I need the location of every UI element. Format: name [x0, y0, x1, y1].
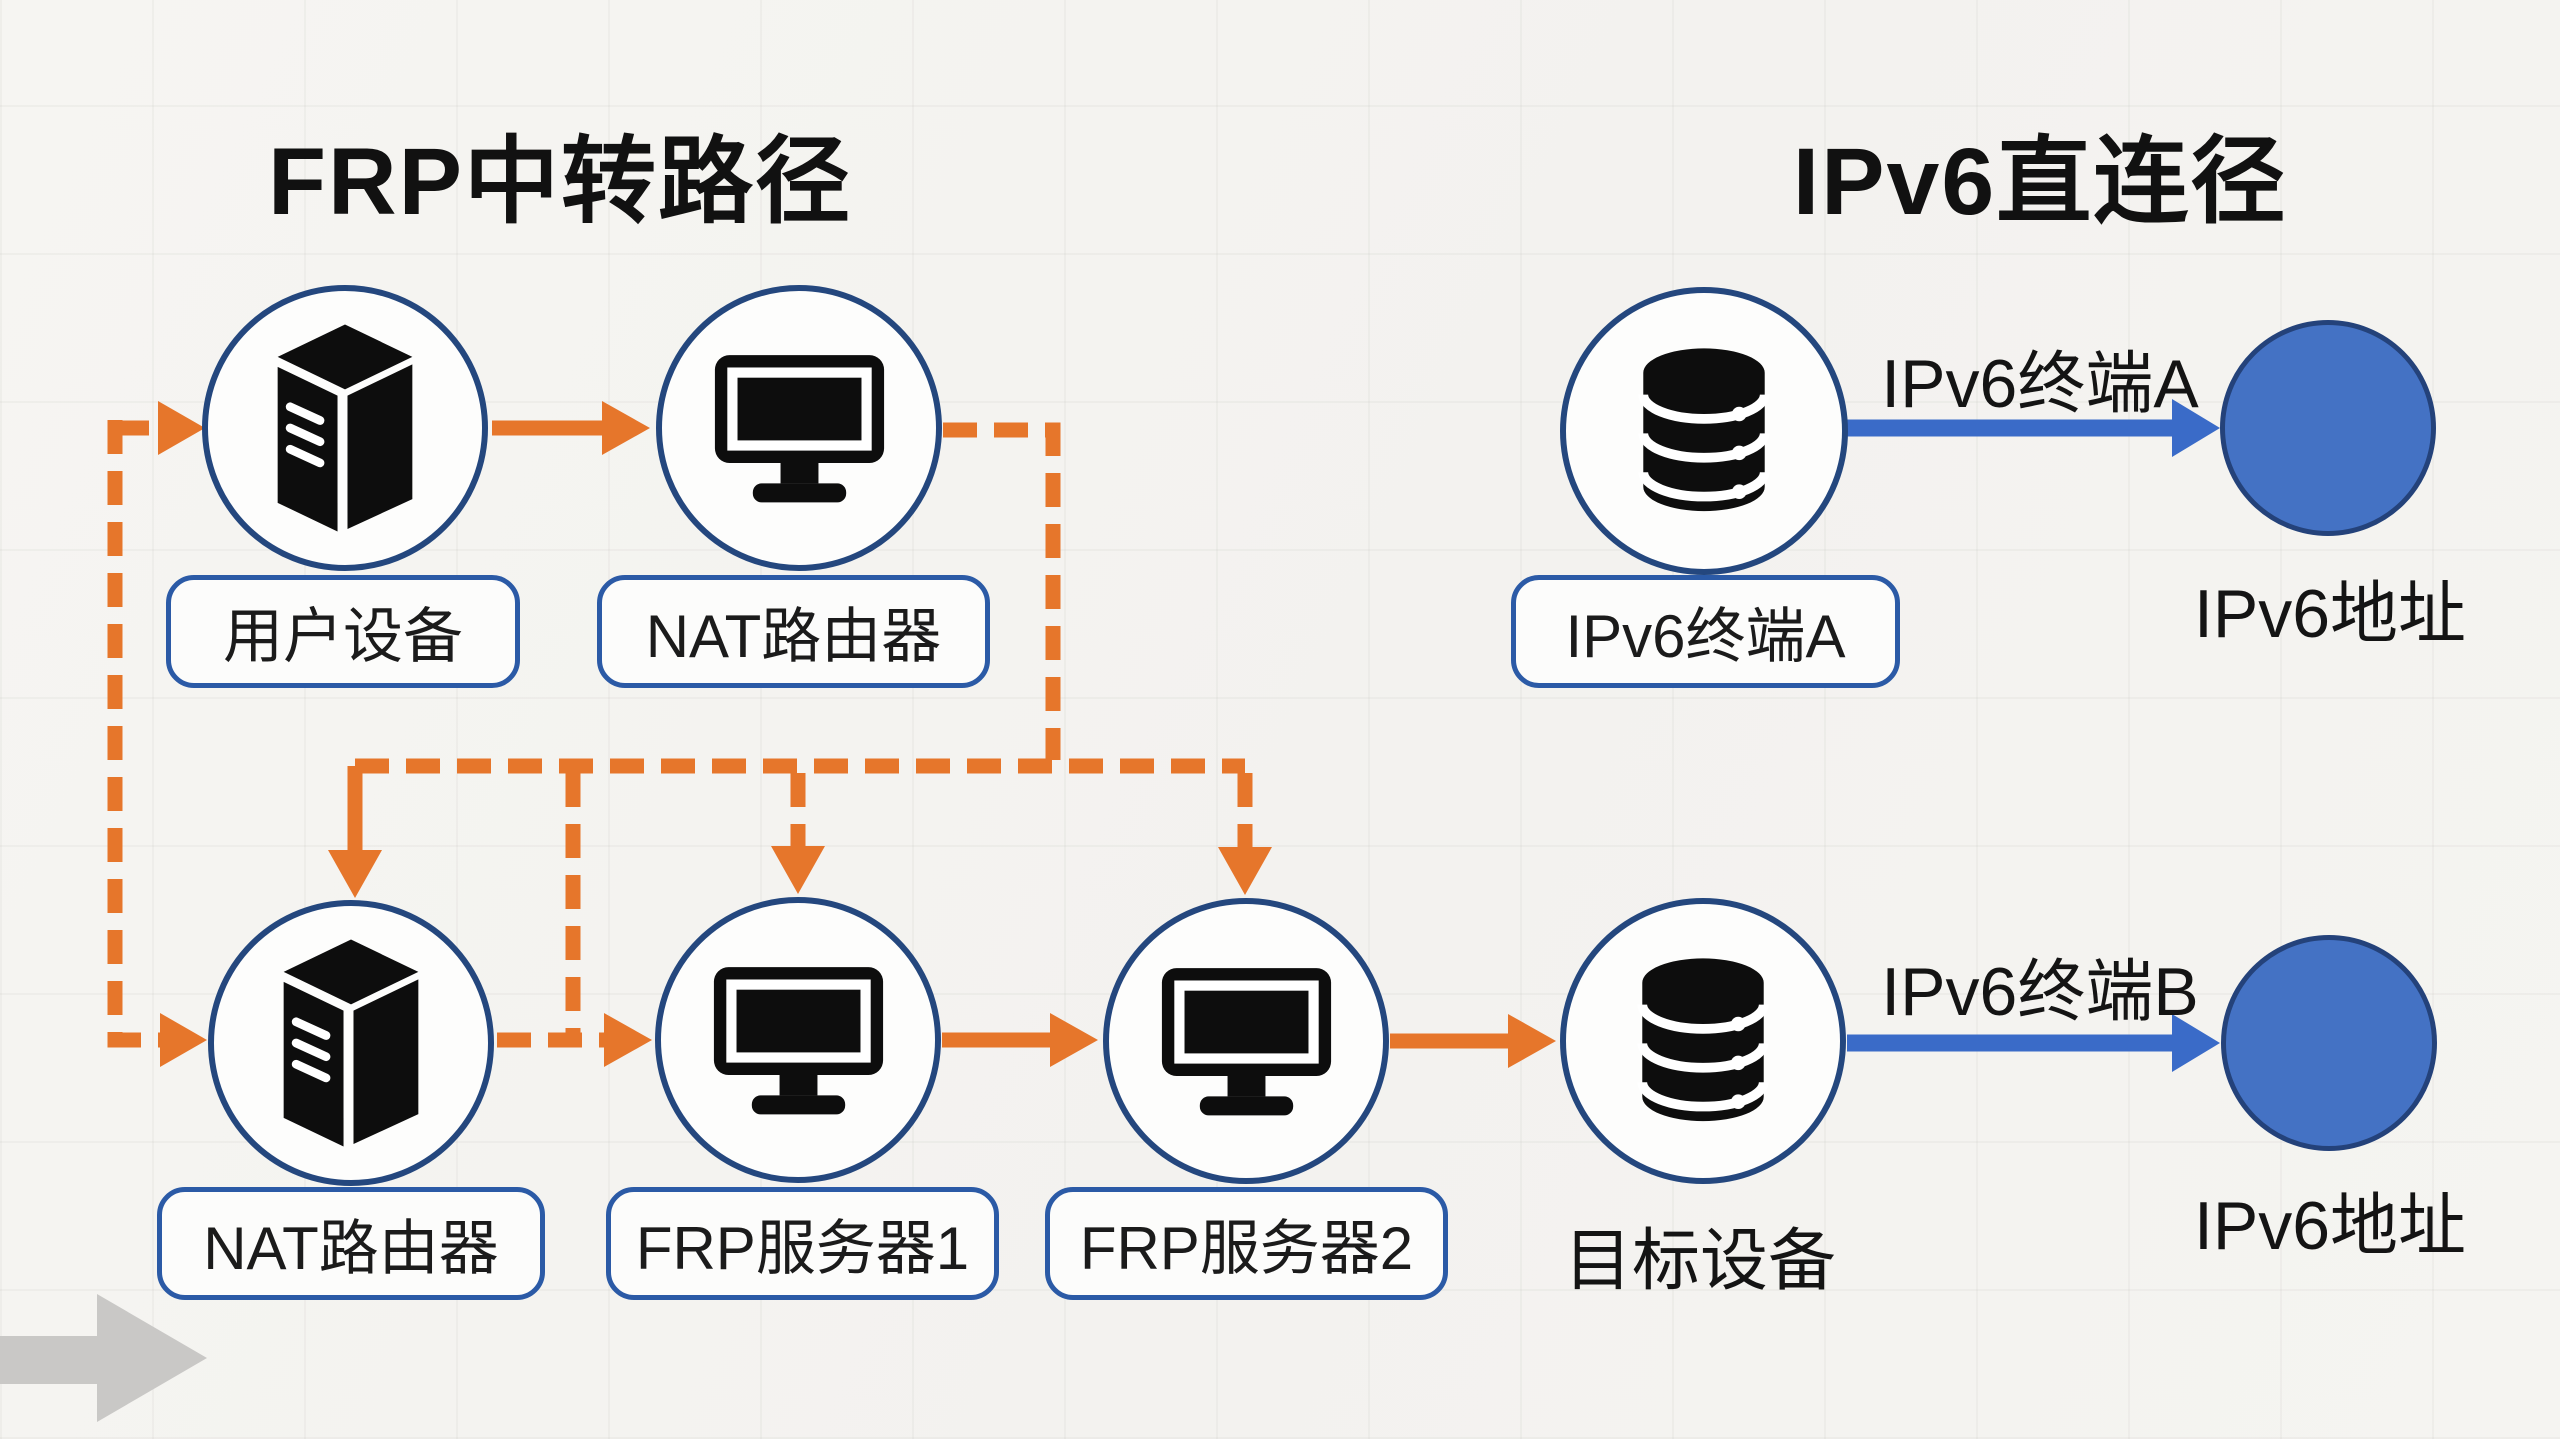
label-frp-server-2: FRP服务器2	[1045, 1187, 1448, 1300]
title-frp-path: FRP中转路径	[267, 129, 852, 235]
gray-arrow-icon	[0, 1294, 207, 1422]
title-ipv6-path: IPv6直连径	[1792, 129, 2288, 235]
label-target-device: 目标设备	[1563, 1223, 1836, 1299]
node-ipv6-address-top	[2220, 320, 2436, 536]
label-arrow-ipv6-terminal-b: IPv6终端B	[1881, 954, 2199, 1030]
label-nat-router-top: NAT路由器	[597, 575, 990, 688]
arrowhead-icon	[602, 401, 650, 455]
arrowhead-icon	[1050, 1013, 1098, 1067]
label-ipv6-address-bottom: IPv6地址	[2193, 1188, 2467, 1264]
label-arrow-ipv6-terminal-a: IPv6终端A	[1881, 346, 2199, 422]
label-ipv6-address-top: IPv6地址	[2193, 576, 2467, 652]
arrowhead-icon	[604, 1013, 652, 1067]
node-ipv6-address-bottom	[2221, 935, 2437, 1151]
arrowhead-icon	[1218, 847, 1272, 895]
node-frp-server-1	[655, 897, 941, 1183]
orange-solid-heads	[328, 401, 1556, 1068]
node-target-device	[1560, 898, 1846, 1184]
label-user-device: 用户设备	[166, 575, 520, 688]
monitor-icon	[714, 355, 884, 503]
arrowhead-icon	[1508, 1014, 1556, 1068]
server-icon	[277, 324, 413, 532]
node-frp-server-2	[1103, 898, 1389, 1184]
node-nat-router-bottom	[208, 900, 494, 1186]
label-frp-server-1: FRP服务器1	[606, 1187, 999, 1300]
node-ipv6-terminal-a	[1560, 287, 1848, 575]
arrowhead-icon	[160, 1013, 207, 1067]
dashed-left-return-path	[107, 420, 162, 1048]
node-nat-router-top	[656, 285, 942, 571]
database-icon	[1637, 958, 1769, 1122]
node-user-device	[202, 285, 488, 571]
database-icon	[1638, 348, 1770, 512]
monitor-icon	[713, 967, 883, 1115]
arrowhead-icon	[328, 850, 382, 898]
label-ipv6-terminal-a: IPv6终端A	[1511, 575, 1900, 688]
monitor-icon	[1161, 968, 1331, 1116]
arrowhead-icon	[771, 846, 825, 894]
arrowhead-icon	[158, 401, 205, 455]
server-icon	[283, 939, 419, 1147]
label-nat-router-bottom: NAT路由器	[157, 1187, 545, 1300]
